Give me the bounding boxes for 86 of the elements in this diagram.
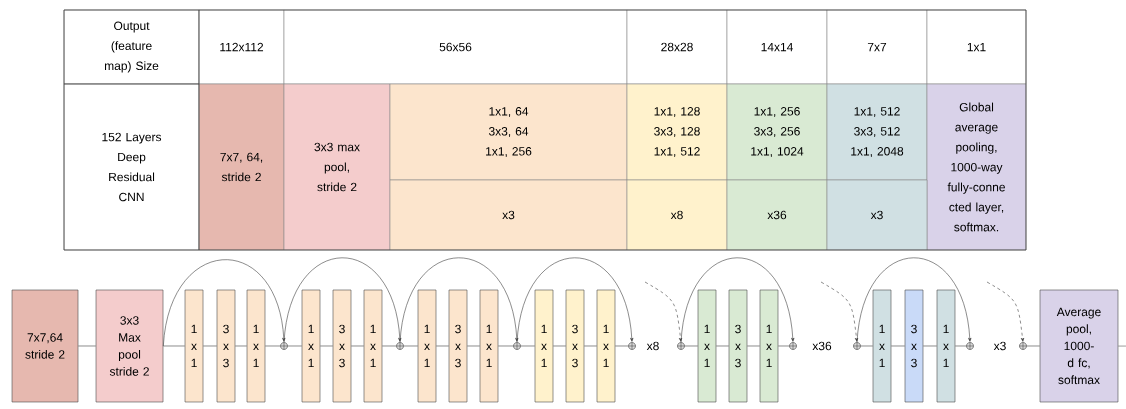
- connector-line: [955, 345, 967, 347]
- layer-bar: 1 x 1: [596, 289, 616, 403]
- layer-box: Average pool, 1000-d fc, softmax: [1039, 289, 1119, 403]
- skip-arrow: [516, 257, 634, 343]
- connector-line: [716, 345, 729, 347]
- connector-line: [436, 345, 449, 347]
- sum-junction: [789, 342, 797, 350]
- sum-junction: [853, 342, 861, 350]
- layer-bar: 1 x 1: [697, 289, 717, 403]
- connector-line: [891, 345, 905, 347]
- layer-bar: 3 x 3: [332, 289, 352, 403]
- table-cell: 1x1, 64 3x3, 64 1x1, 256: [389, 83, 628, 181]
- connector-line: [860, 345, 873, 347]
- layer-bar: 1 x 1: [872, 289, 892, 403]
- table-cell: x36: [726, 179, 828, 251]
- layer-bar: 1 x 1: [417, 289, 437, 403]
- sum-junction: [677, 342, 685, 350]
- layer-bar: 3 x 3: [565, 289, 585, 403]
- connector-line: [778, 345, 790, 347]
- table-cell: 1x1: [926, 9, 1027, 85]
- table-cell: Global average pooling, 1000-way fully-conne cted layer, softmax.: [926, 83, 1027, 251]
- layer-bar: 1 x 1: [479, 289, 499, 403]
- connector-line: [498, 345, 514, 347]
- layer-bar: 1 x 1: [759, 289, 779, 403]
- sum-junction: [966, 342, 974, 350]
- connector-line: [351, 345, 364, 347]
- connector-line: [403, 345, 418, 347]
- skip-arrow: [856, 257, 972, 343]
- connector-line: [235, 345, 247, 347]
- repeat-count: x36: [812, 341, 832, 351]
- table-cell: x8: [626, 179, 728, 251]
- layer-bar: 1 x 1: [246, 289, 266, 403]
- repeat-count: x8: [646, 341, 659, 351]
- connector-line: [747, 345, 760, 347]
- connector-line: [1118, 345, 1126, 347]
- table-cell: 28x28: [626, 9, 728, 85]
- table-cell: 1x1, 256 3x3, 256 1x1, 1024: [726, 83, 828, 181]
- layer-bar: 1 x 1: [936, 289, 956, 403]
- table-cell: 1x1, 512 3x3, 512 1x1, 2048: [826, 83, 928, 181]
- table-cell: x3: [389, 179, 628, 251]
- dashed-arrow: [820, 281, 859, 342]
- skip-arrow: [680, 257, 795, 343]
- connector-line: [163, 345, 185, 347]
- layer-bar: 1 x 1: [363, 289, 383, 403]
- skip-arrow: [399, 257, 519, 343]
- table-cell: 14x14: [726, 9, 828, 85]
- layer-bar: 1 x 1: [184, 289, 204, 403]
- connector-line: [287, 345, 303, 347]
- connector-line: [923, 345, 937, 347]
- connector-line: [553, 345, 566, 347]
- dashed-arrow: [644, 281, 683, 342]
- layer-bar: 3 x 3: [728, 289, 748, 403]
- connector-line: [520, 345, 535, 347]
- sum-junction: [396, 342, 404, 350]
- table-cell: 112x112: [198, 9, 285, 85]
- table-cell: 3x3 max pool, stride 2: [283, 83, 391, 251]
- connector-line: [78, 345, 96, 347]
- table-cell: 7x7: [826, 9, 928, 85]
- connector-line: [584, 345, 597, 347]
- skip-arrow: [163, 259, 286, 347]
- layer-bar: 3 x 3: [904, 289, 924, 403]
- connector-line: [684, 345, 698, 347]
- dashed-arrow: [986, 281, 1025, 342]
- layer-bar: 1 x 1: [301, 289, 321, 403]
- table-cell: 1x1, 128 3x3, 128 1x1, 512: [626, 83, 728, 181]
- layer-box: 7x7,64 stride 2: [11, 289, 79, 403]
- connector-line: [467, 345, 480, 347]
- sum-junction: [280, 342, 288, 350]
- skip-arrow: [283, 257, 402, 343]
- sum-junction: [628, 342, 636, 350]
- table-cell: x3: [826, 179, 928, 251]
- connector-line: [615, 345, 629, 347]
- sum-junction: [513, 342, 521, 350]
- table-cell: Output (feature map) Size: [63, 9, 200, 85]
- connector-line: [265, 345, 281, 347]
- repeat-count: x3: [993, 341, 1006, 351]
- layer-bar: 3 x 3: [216, 289, 236, 403]
- layer-bar: 3 x 3: [448, 289, 468, 403]
- sum-junction: [1019, 342, 1027, 350]
- table-cell: 7x7, 64, stride 2: [198, 83, 285, 251]
- connector-line: [203, 345, 217, 347]
- layer-bar: 1 x 1: [534, 289, 554, 403]
- connector-line: [382, 345, 397, 347]
- connector-line: [320, 345, 333, 347]
- connector-line: [1026, 345, 1040, 347]
- layer-box: 3x3 Max pool stride 2: [95, 289, 164, 403]
